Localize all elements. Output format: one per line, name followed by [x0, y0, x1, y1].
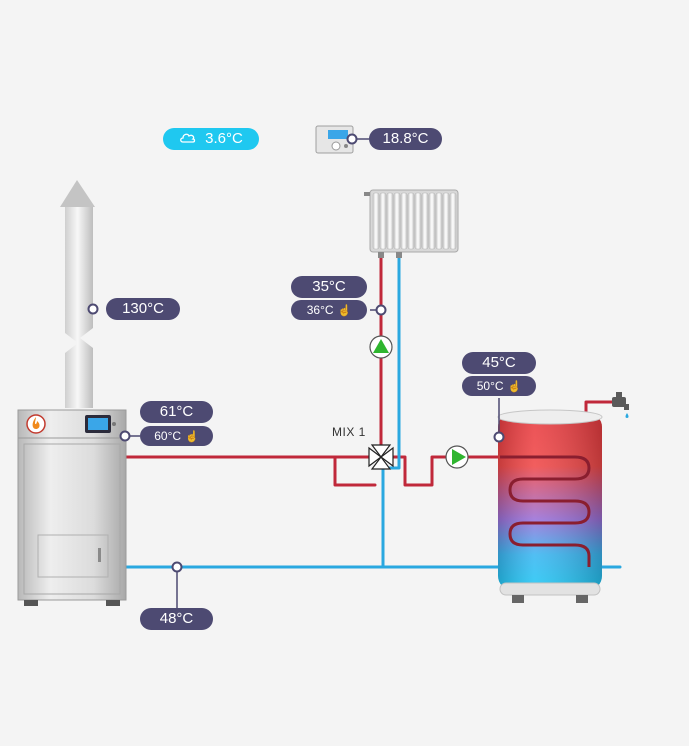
radiator-temperature-label: 35°C	[291, 276, 367, 298]
cloud-icon	[179, 128, 197, 150]
outdoor-temperature-value: 3.6°C	[205, 130, 243, 147]
room-temperature-label: 18.8°C	[369, 128, 442, 150]
mixing-valve-icon	[368, 444, 394, 470]
radiator-setpoint-value: 36°C	[306, 303, 334, 317]
radiator-temperature-value: 35°C	[312, 278, 346, 295]
tank-temperature-label: 45°C	[462, 352, 536, 374]
hand-pointer-icon: ☝	[337, 305, 352, 317]
boiler-setpoint-value: 60°C	[154, 429, 182, 443]
boiler	[17, 409, 127, 606]
hot-water-tank	[497, 409, 603, 603]
sensor-dots	[87, 133, 505, 573]
tank-setpoint-value: 50°C	[476, 379, 504, 393]
boiler-setpoint-button[interactable]: 60°C☝	[140, 426, 213, 446]
sensor-connectors	[125, 138, 500, 608]
radiator-pump-icon	[369, 335, 393, 359]
chimney-temperature-label: 130°C	[106, 298, 180, 320]
mixer-label: MIX 1	[332, 425, 366, 439]
boiler-temperature-value: 61°C	[159, 403, 194, 420]
chimney-temperature-value: 130°C	[122, 300, 164, 317]
radiator-setpoint-button[interactable]: 36°C☝	[291, 300, 367, 320]
tank-setpoint-button[interactable]: 50°C☝	[462, 376, 536, 396]
outdoor-temperature-label: 3.6°C	[163, 128, 259, 150]
thermostat-icon	[315, 125, 354, 154]
flame-icon	[26, 414, 46, 434]
room-temperature-value: 18.8°C	[382, 130, 429, 147]
return-temperature-value: 48°C	[159, 610, 194, 627]
tank-temperature-value: 45°C	[482, 354, 516, 371]
boiler-temperature-label: 61°C	[140, 401, 213, 423]
return-temperature-label: 48°C	[140, 608, 213, 630]
radiator	[364, 189, 459, 258]
tank-pump-icon	[445, 445, 469, 469]
hand-pointer-icon: ☝	[185, 431, 199, 443]
tap-icon	[612, 392, 629, 418]
hand-pointer-icon: ☝	[507, 381, 522, 393]
chimney	[60, 180, 98, 408]
